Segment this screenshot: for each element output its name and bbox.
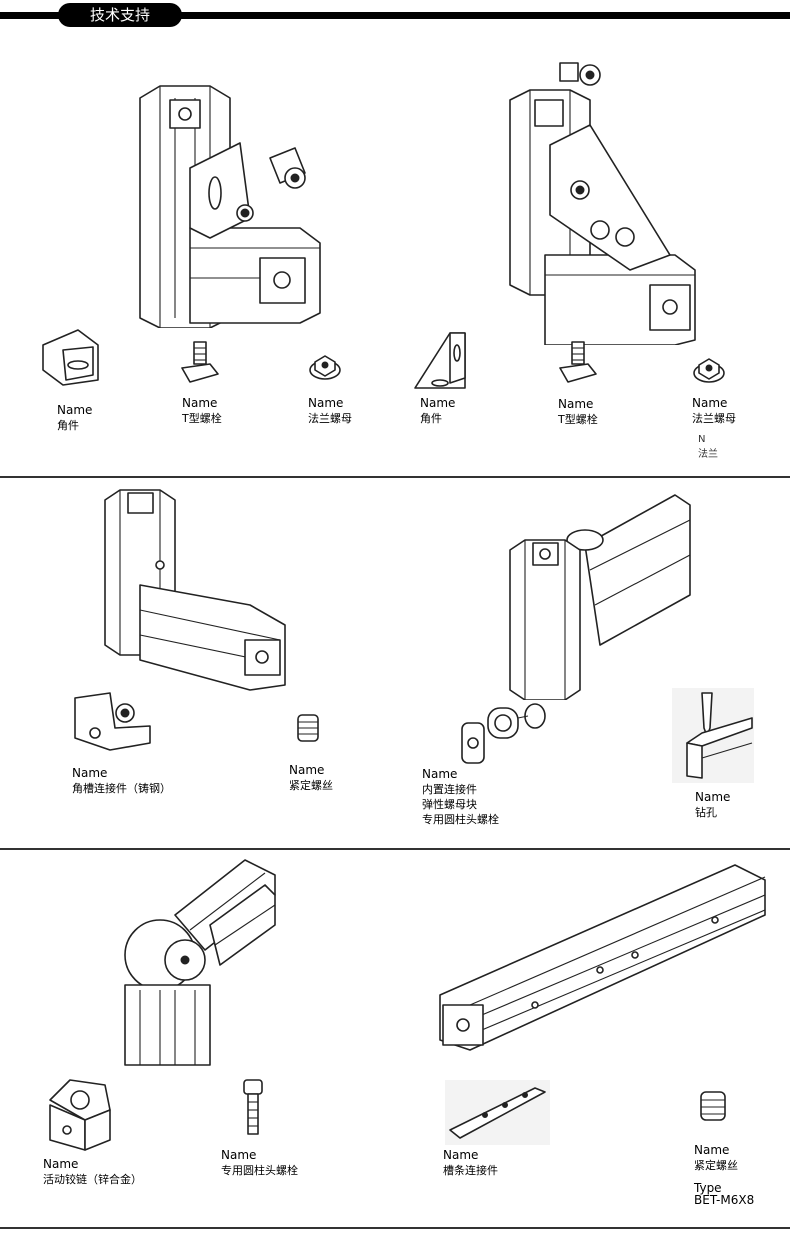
set-screw-icon (698, 1088, 728, 1124)
slot-connector-assembly-drawing (435, 855, 775, 1055)
built-in-connector-assembly-drawing (505, 485, 695, 700)
part-label: Name 内置连接件 弹性螺母块 专用圆柱头螺栓 (422, 767, 499, 826)
section-divider (0, 1227, 790, 1229)
t-bolt-icon (558, 340, 598, 385)
corner-bracket-assembly-drawing (130, 78, 330, 328)
section-tab: 技术支持 (58, 3, 182, 27)
type-label: Type BET-M6X8 (694, 1181, 755, 1207)
gusset-bracket-assembly-drawing (505, 55, 700, 345)
slot-connector-icon (445, 1080, 550, 1145)
header-bar (0, 12, 790, 19)
built-in-connector-icon (460, 698, 550, 770)
hinge-assembly-drawing (115, 855, 280, 1070)
flange-nut-icon (692, 355, 726, 385)
corner-connector-assembly-drawing (100, 485, 290, 695)
cap-screw-icon (238, 1078, 268, 1138)
gusset-bracket-icon (410, 328, 470, 393)
cast-corner-connector-icon (70, 688, 155, 758)
corner-bracket-icon (38, 325, 100, 387)
section-divider (0, 848, 790, 850)
flange-nut-icon (308, 352, 342, 382)
section-divider (0, 476, 790, 478)
hinge-icon (45, 1075, 115, 1155)
t-bolt-icon (180, 340, 220, 385)
drilling-diagram (672, 688, 754, 783)
set-screw-icon (295, 712, 321, 744)
